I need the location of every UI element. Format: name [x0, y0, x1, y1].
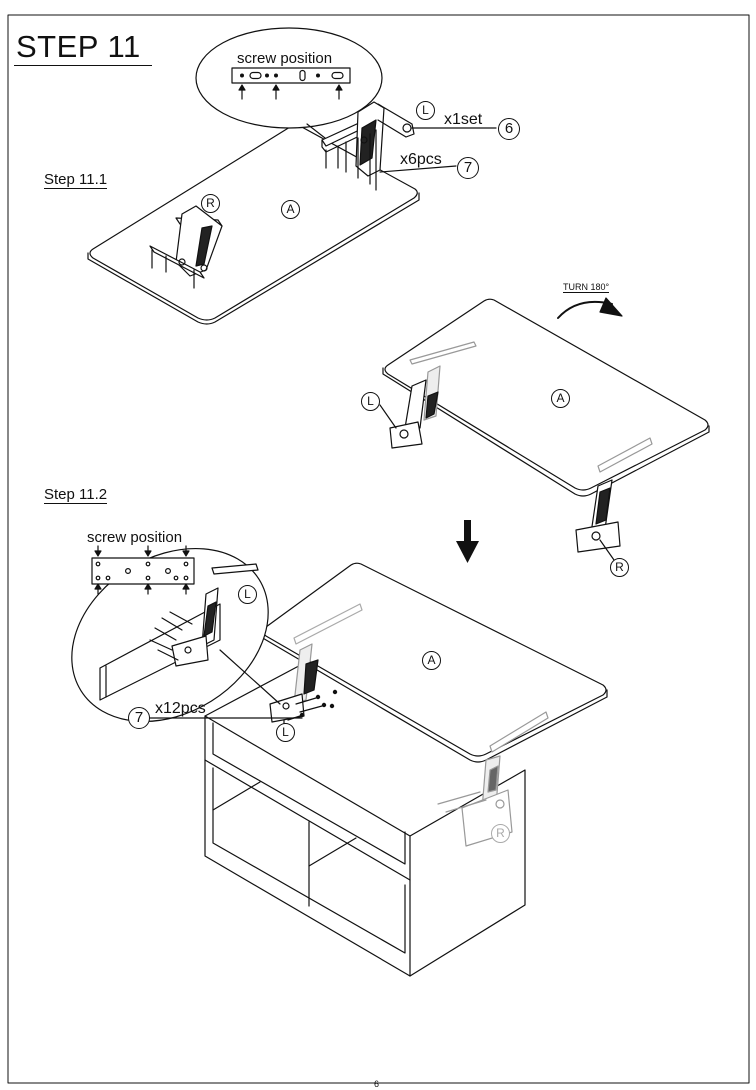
- screw-position-label-11-1: screw position: [237, 50, 333, 67]
- left-marker-turned: L: [361, 392, 380, 411]
- lift-mechanism-right-11-1: [149, 205, 223, 289]
- cabinet-body: [204, 659, 526, 977]
- down-arrow: [456, 520, 479, 563]
- panel-a-marker-11-1: A: [281, 200, 300, 219]
- turn-label: TURN 180°: [563, 282, 610, 293]
- screw-arrows-11-2: [94, 545, 190, 595]
- lift-mechanism-right-turned: [575, 437, 653, 561]
- lift-mechanism-left-turned: [379, 341, 477, 449]
- left-marker-11-1: L: [416, 101, 435, 120]
- lift-mechanism-left-11-1: [321, 101, 415, 191]
- mechanism-qty-label: x1set: [444, 111, 483, 128]
- title-underline: [14, 65, 152, 66]
- screw-position-label-11-2: screw position: [87, 529, 183, 546]
- lift-mechanism-left-11-2: [269, 603, 363, 727]
- mounting-plate-11-1: [231, 67, 351, 84]
- inset-callout-11-2: [71, 547, 269, 723]
- part-number-6-badge: 6: [498, 118, 520, 140]
- screws-11-2-left: [287, 689, 338, 721]
- screw-qty-label-11-2: x12pcs: [155, 700, 206, 717]
- left-marker-inset-11-2: L: [238, 585, 257, 604]
- screw-qty-label-11-1: x6pcs: [400, 151, 442, 168]
- panel-a-marker-turned: A: [551, 389, 570, 408]
- right-marker-turned: R: [610, 558, 629, 577]
- right-marker-11-2: R: [491, 824, 510, 843]
- step-11-1-label: Step 11.1: [44, 171, 108, 189]
- rotate-arrow: [557, 297, 623, 319]
- page-frame: [7, 14, 750, 1084]
- page-number: 6: [374, 1079, 380, 1089]
- part-number-7-badge-11-2: 7: [128, 707, 150, 729]
- screw-arrows-11-1: [238, 84, 343, 100]
- right-marker-11-1: R: [201, 194, 220, 213]
- step-title: STEP 11: [16, 29, 141, 64]
- mounting-plate-11-2: [91, 557, 195, 585]
- part-number-7-badge-11-1: 7: [457, 157, 479, 179]
- step-11-2-label: Step 11.2: [44, 486, 108, 504]
- left-marker-11-2: L: [276, 723, 295, 742]
- panel-a-marker-11-2: A: [422, 651, 441, 670]
